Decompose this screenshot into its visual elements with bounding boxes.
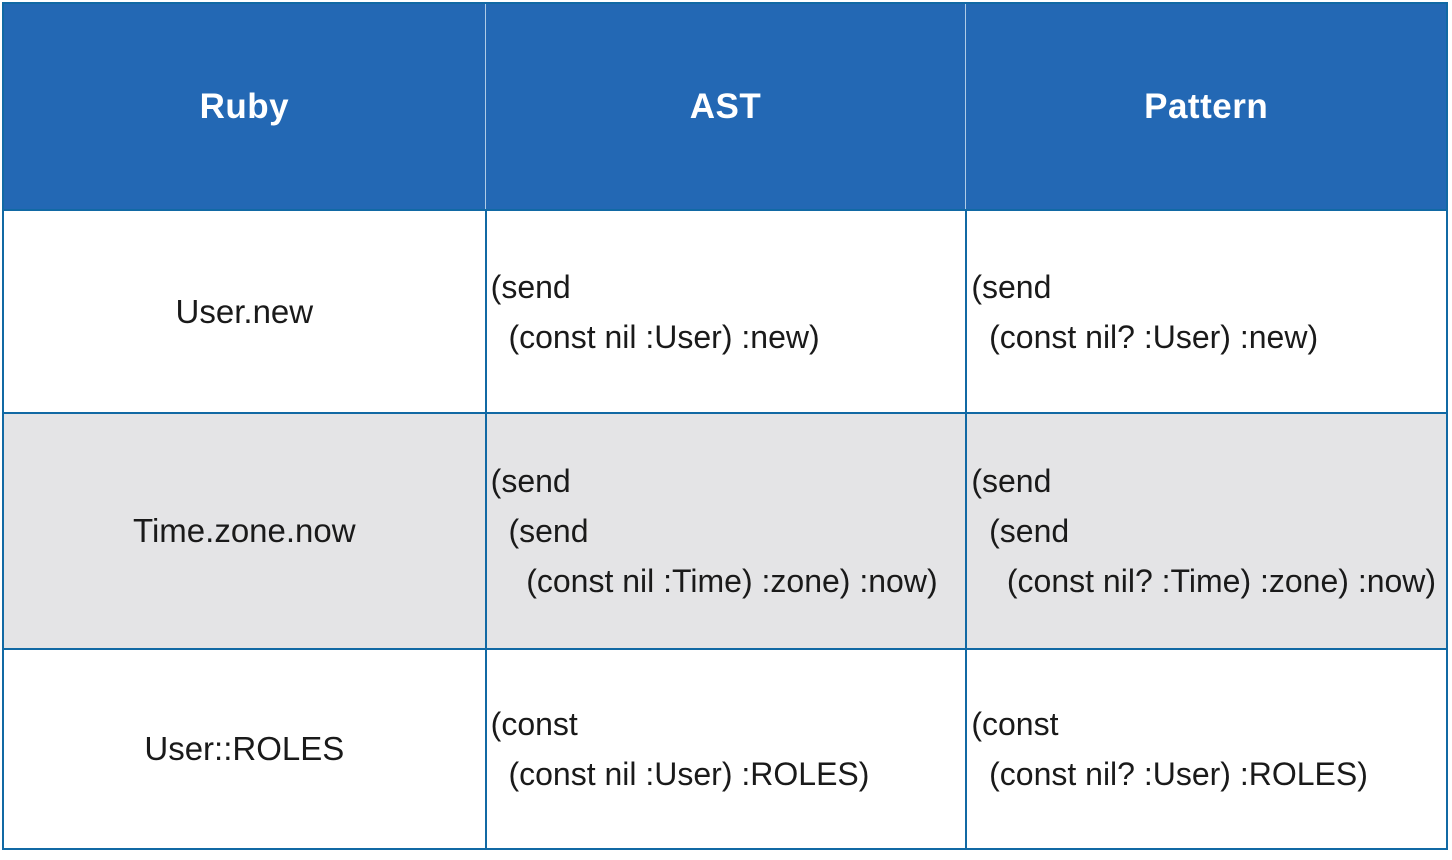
cell-pattern-user-roles: (const (const nil? :User) :ROLES) (965, 648, 1446, 848)
cell-pattern-user-new: (send (const nil? :User) :new) (965, 209, 1446, 412)
column-header-ast: AST (484, 4, 966, 209)
cell-pattern-time-zone-now: (send (send (const nil? :Time) :zone) :n… (965, 412, 1446, 648)
cell-ruby-user-new: User.new (4, 209, 485, 412)
cell-ruby-time-zone-now: Time.zone.now (4, 412, 485, 648)
column-header-ruby: Ruby (4, 4, 485, 209)
cell-ast-time-zone-now: (send (send (const nil :Time) :zone) :no… (484, 412, 966, 648)
column-header-pattern: Pattern (965, 4, 1446, 209)
cell-ast-user-roles: (const (const nil :User) :ROLES) (484, 648, 966, 848)
cell-ast-user-new: (send (const nil :User) :new) (484, 209, 966, 412)
cell-ruby-user-roles: User::ROLES (4, 648, 485, 848)
